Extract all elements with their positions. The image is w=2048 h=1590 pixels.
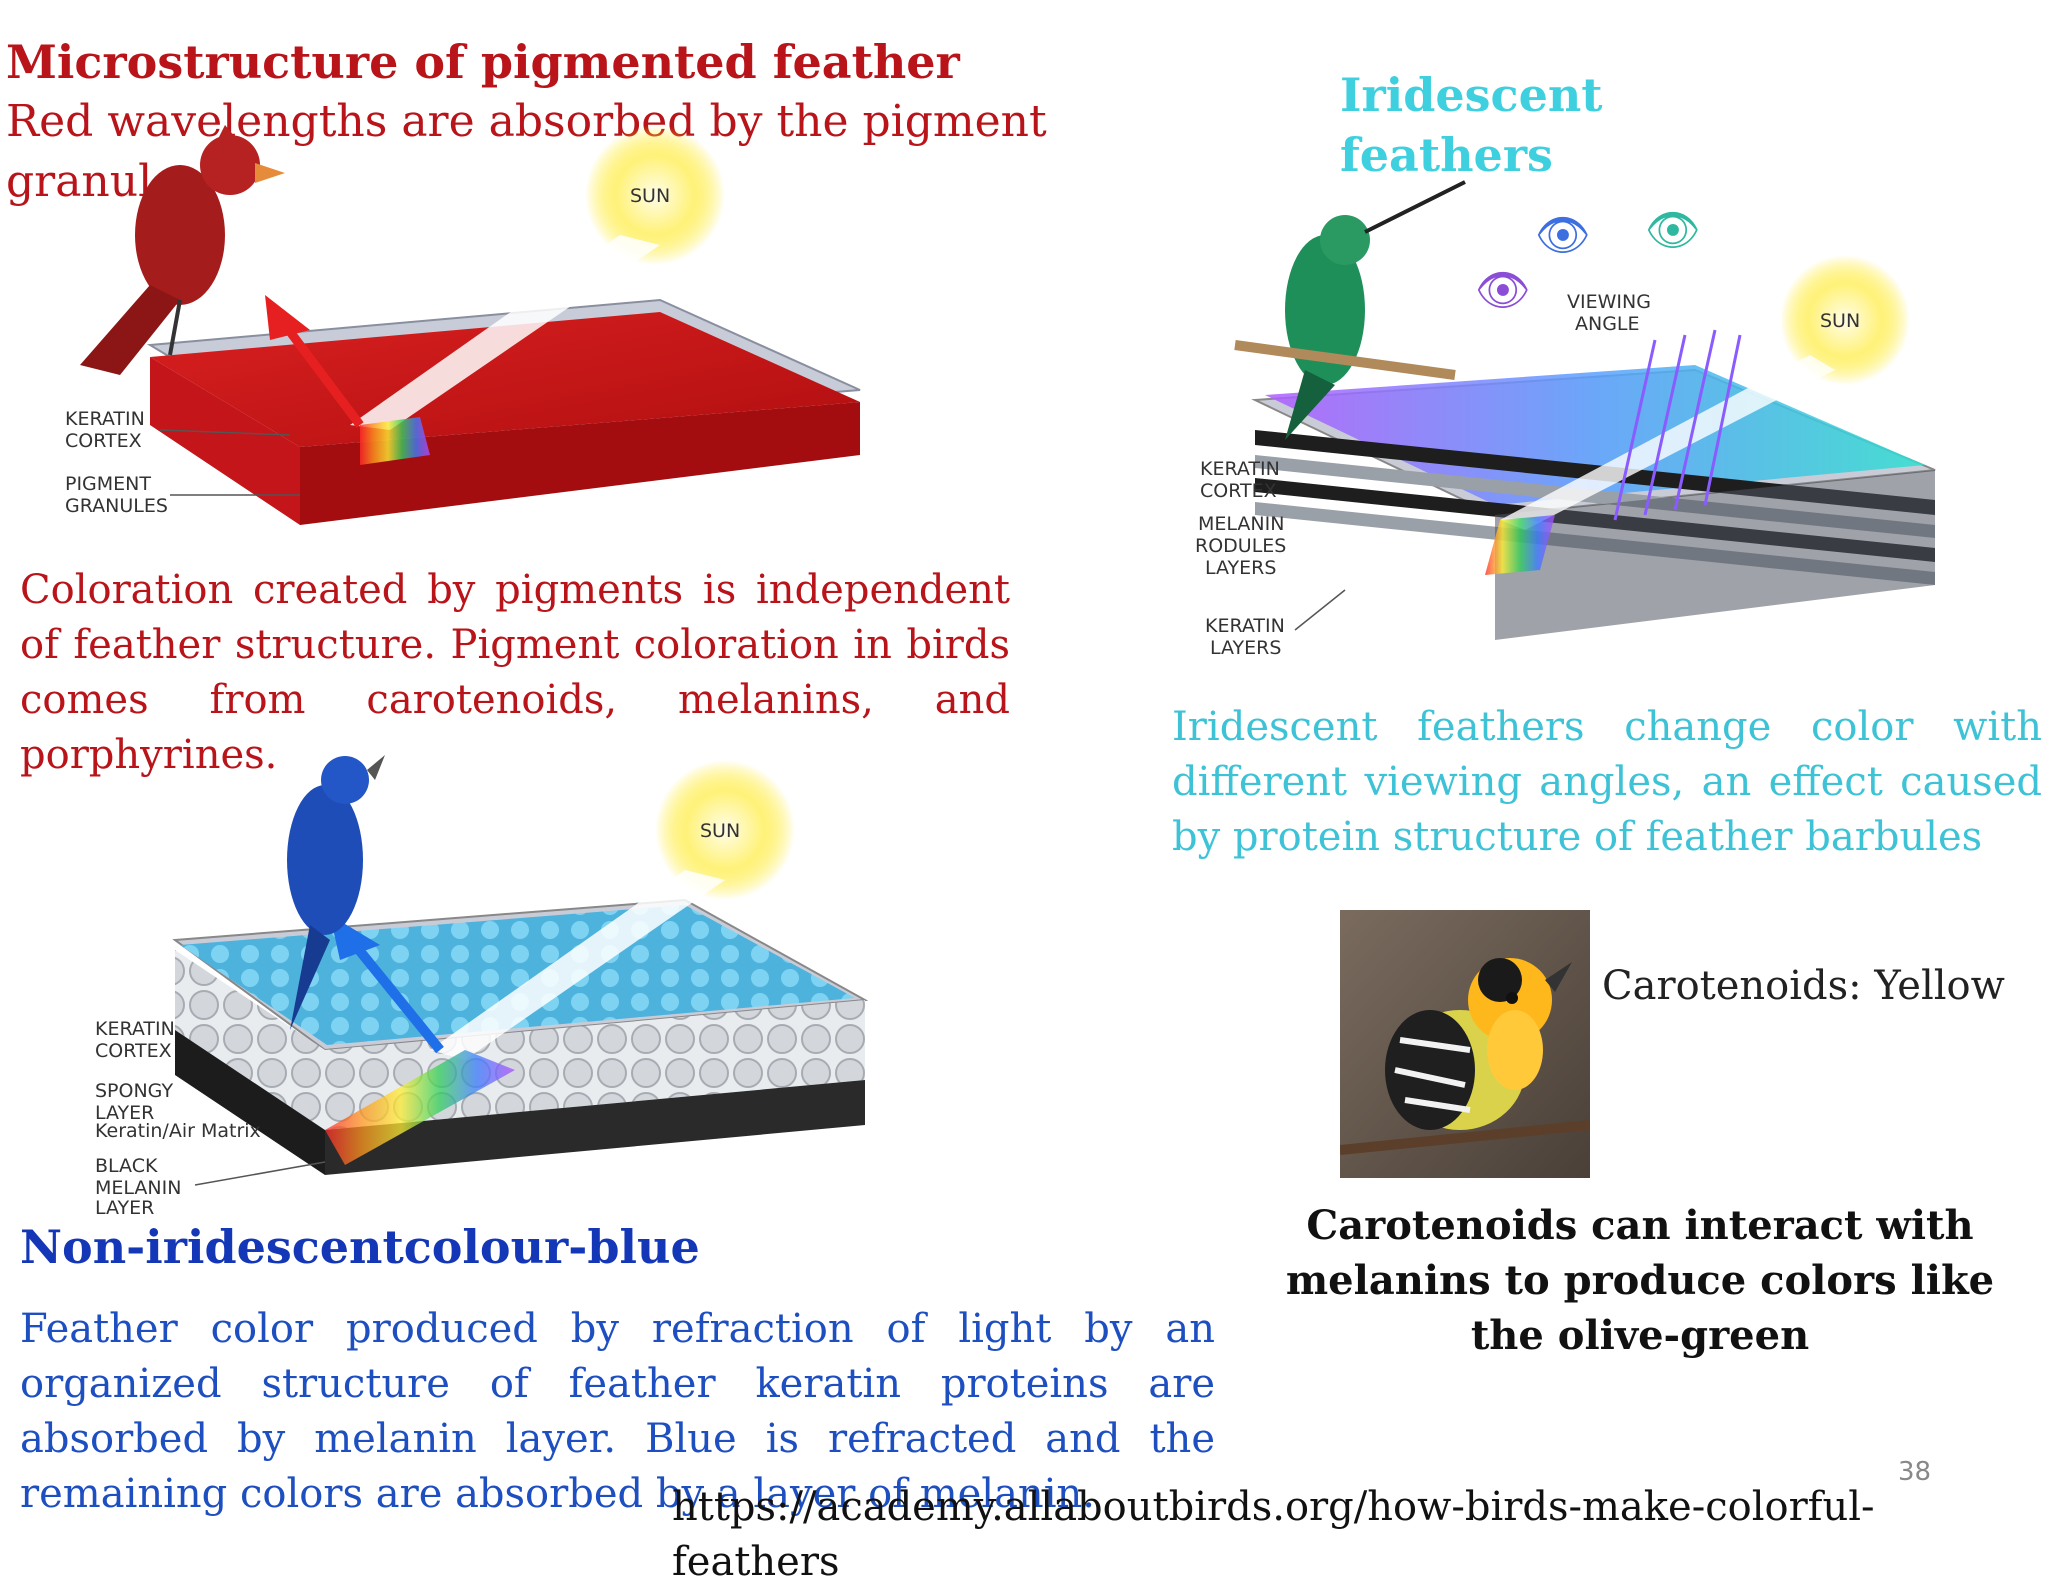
cardinal-bird-icon — [80, 125, 285, 375]
reflected-red-arrow-icon — [265, 295, 310, 340]
layer-label: GRANULES — [65, 495, 168, 517]
carotenoid-olive-note: Carotenoids can interact with melanins t… — [1285, 1202, 1995, 1359]
sun-label: SUN — [700, 820, 740, 842]
sun-icon — [585, 125, 725, 265]
sun-icon — [1780, 255, 1910, 385]
page-number: 38 — [1898, 1457, 1932, 1487]
viewing-angle-label: ANGLE — [1575, 313, 1640, 335]
sun-icon — [655, 760, 795, 900]
layer-label: LAYERS — [1205, 557, 1276, 579]
layer-label: CORTEX — [95, 1040, 172, 1062]
layer-label: MELANIN — [1198, 513, 1284, 535]
eye-icon: 👁 — [1535, 210, 1591, 261]
blue-structure-diagram: SUN KERATIN CORTEX SPONGY LAYER Keratin/… — [95, 755, 869, 1215]
layer-label: KERATIN — [1200, 458, 1280, 480]
iridescent-heading: Iridescent feathers — [1340, 68, 1603, 182]
blue-heading: Non-iridescentcolour-blue — [20, 1220, 700, 1274]
layer-label: CORTEX — [1200, 480, 1277, 502]
blue-description: Feather color produced by refraction of … — [20, 1306, 1215, 1517]
warbler-photo — [1340, 910, 1590, 1178]
layer-label: LAYER — [95, 1197, 154, 1215]
layer-label: MELANIN — [95, 1177, 181, 1199]
layer-label: RODULES — [1195, 535, 1286, 557]
layer-label: LAYERS — [1210, 637, 1281, 659]
pigment-title: Microstructure of pigmented feather — [6, 35, 960, 89]
sun-label: SUN — [630, 185, 670, 207]
sun-label: SUN — [1820, 310, 1860, 332]
eye-icon: 👁 — [1475, 265, 1531, 316]
hummingbird-icon — [1234, 180, 1466, 440]
viewing-angle-label: VIEWING — [1567, 291, 1651, 313]
layer-label: KERATIN — [95, 1018, 175, 1040]
indigo-bunting-icon — [287, 755, 385, 1030]
iridescent-description: Iridescent feathers change color with di… — [1172, 704, 2042, 860]
layer-label: PIGMENT — [65, 473, 151, 495]
reflected-light-arrows-icon — [1613, 329, 1742, 521]
pigment-diagram: SUN KERATIN CORTEX PIGMENT GRANULES — [65, 125, 861, 525]
layer-label: KERATIN — [1205, 615, 1285, 637]
source-url: https://academy.allaboutbirds.org/how-bi… — [672, 1484, 1875, 1585]
layer-label: LAYER — [95, 1102, 154, 1124]
iridescent-diagram: SUN 👁 👁 👁 VIEWING ANGLE KERATIN CORTEX M… — [1195, 180, 1936, 659]
pigment-description: Coloration created by pigments is indepe… — [20, 567, 1010, 778]
layer-label: CORTEX — [65, 430, 142, 452]
layer-label: BLACK — [95, 1155, 158, 1177]
layer-label: SPONGY — [95, 1080, 173, 1102]
layer-note: Keratin/Air Matrix — [95, 1120, 261, 1142]
layer-label: KERATIN — [65, 408, 145, 430]
eye-icon: 👁 — [1645, 205, 1701, 256]
carotenoid-yellow-label: Carotenoids: Yellow — [1602, 963, 2005, 1009]
